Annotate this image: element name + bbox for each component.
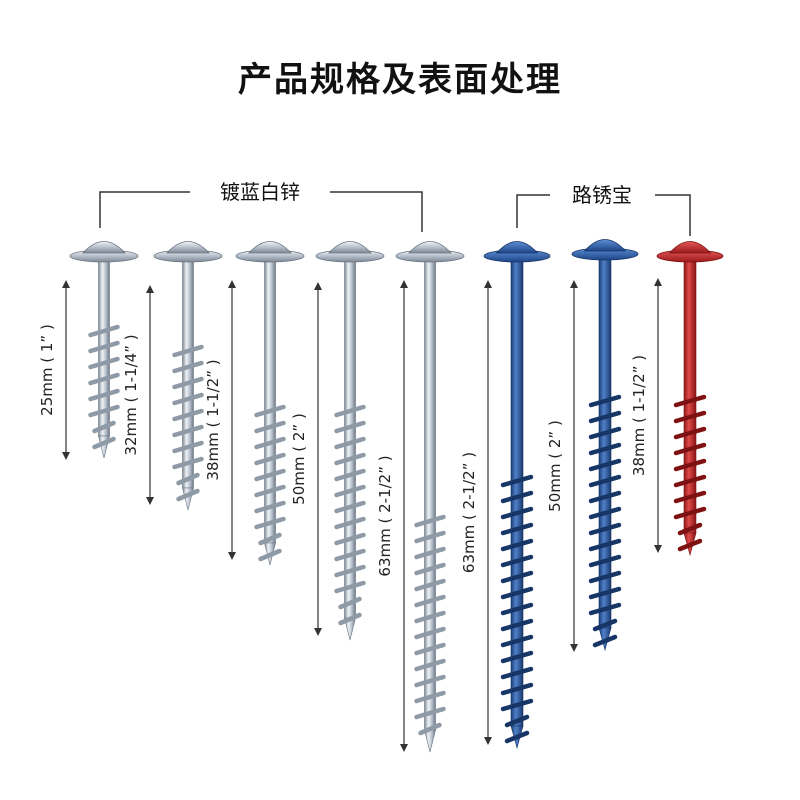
screw-threads [254, 404, 286, 562]
screw-head-dome [668, 241, 712, 254]
screw-tip [424, 729, 436, 753]
arrow-down-icon [570, 644, 578, 652]
screw-head-dome [82, 241, 126, 254]
arrow-down-icon [314, 628, 322, 636]
arrow-up-icon [654, 278, 662, 286]
screw-shaft [424, 255, 436, 731]
screw-threads [88, 324, 120, 450]
arrow-up-icon [314, 282, 322, 290]
screw-head-dome [495, 241, 539, 254]
dimension-1: 25mm ( 1” ) [38, 280, 70, 460]
screw-head-dome [248, 241, 292, 254]
screw-5 [395, 241, 465, 753]
page-title: 产品规格及表面处理 [238, 60, 562, 100]
screw-head-dome [328, 241, 372, 254]
arrow-down-icon [228, 552, 236, 560]
screw-4 [315, 241, 385, 641]
arrow-up-icon [570, 280, 578, 288]
arrow-down-icon [654, 545, 662, 553]
screw-threads [334, 404, 366, 626]
screw-7 [571, 239, 639, 652]
dimension-label: 32mm ( 1-1/4” ) [122, 334, 140, 455]
arrow-down-icon [146, 497, 154, 505]
group-label-zinc: 镀蓝白锌 [220, 180, 300, 204]
screw-2 [153, 241, 223, 511]
dimension-5: 63mm ( 2-1/2” ) [376, 280, 408, 752]
dimension-label: 63mm ( 2-1/2” ) [376, 455, 394, 576]
dimension-6: 63mm ( 2-1/2” ) [460, 280, 492, 745]
dimension-label: 25mm ( 1” ) [38, 324, 56, 416]
screw-head-dome [166, 241, 210, 254]
arrow-down-icon [400, 744, 408, 752]
screw-head-dome [583, 239, 627, 252]
screw-threads [172, 344, 204, 502]
arrow-down-icon [62, 452, 70, 460]
screw-1 [69, 241, 139, 459]
arrow-up-icon [146, 285, 154, 293]
screw-shaft [182, 255, 194, 489]
screw-shaft [264, 255, 276, 544]
arrow-up-icon [484, 280, 492, 288]
screw-shaft [344, 255, 356, 619]
dimension-label: 38mm ( 1-1/2” ) [630, 355, 648, 476]
dimension-label: 63mm ( 2-1/2” ) [460, 452, 478, 573]
dimension-label: 38mm ( 1-1/2” ) [204, 359, 222, 480]
screw-6 [483, 241, 551, 750]
screw-threads [500, 474, 534, 744]
dimension-label: 50mm ( 2” ) [290, 413, 308, 505]
dimension-8: 38mm ( 1-1/2” ) [630, 278, 662, 553]
screw-shaft [598, 253, 612, 629]
arrow-up-icon [62, 280, 70, 288]
dimension-7: 50mm ( 2” ) [546, 280, 578, 652]
screw-threads [414, 514, 446, 736]
dimension-4: 50mm ( 2” ) [290, 282, 322, 636]
screw-threads [673, 394, 707, 552]
arrow-up-icon [400, 280, 408, 288]
arrow-down-icon [484, 737, 492, 745]
screw-head-dome [408, 241, 452, 254]
arrow-up-icon [228, 280, 236, 288]
dimension-label: 50mm ( 2” ) [546, 420, 564, 512]
dimension-2: 32mm ( 1-1/4” ) [122, 285, 154, 505]
dimension-3: 38mm ( 1-1/2” ) [204, 280, 236, 560]
screw-8 [656, 241, 724, 557]
rust-group-bracket: 路锈宝 [516, 183, 691, 236]
group-label-rust: 路锈宝 [572, 183, 632, 207]
zinc-group-bracket: 镀蓝白锌 [99, 180, 423, 232]
screw-3 [235, 241, 305, 566]
screw-shaft [683, 255, 697, 534]
screw-threads [588, 394, 622, 648]
